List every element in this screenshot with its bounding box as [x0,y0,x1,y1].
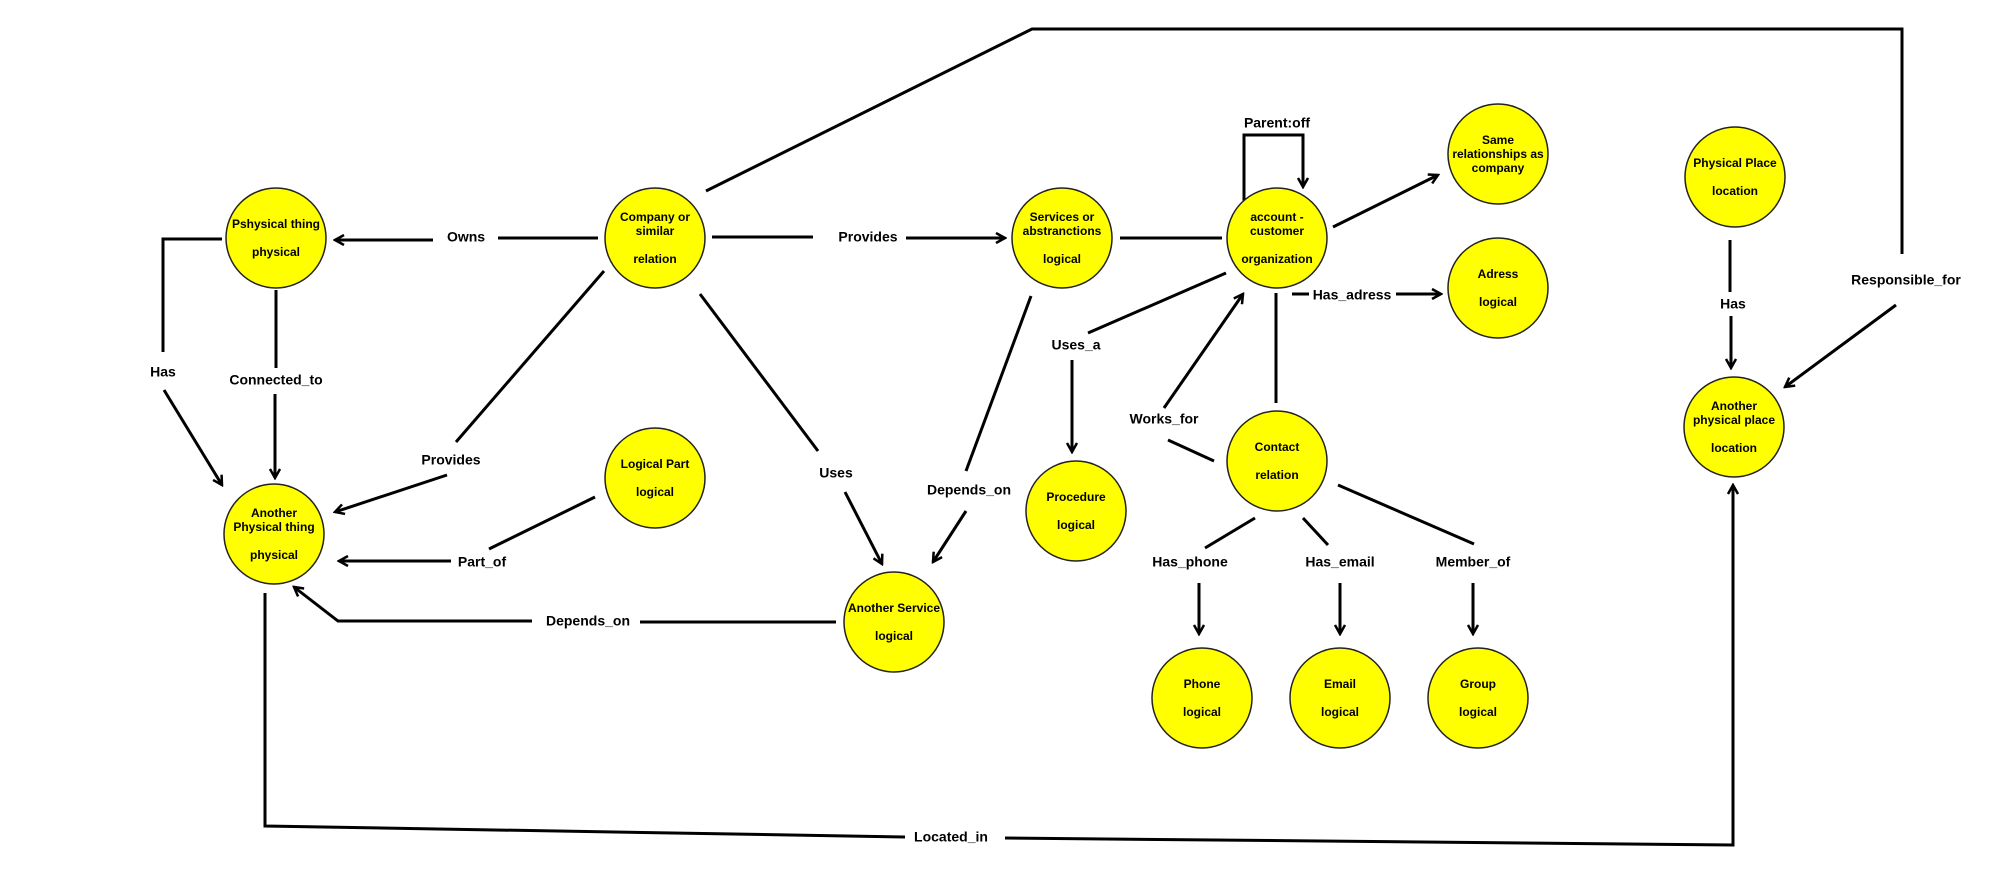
edge-label-depends-on-services: Depends_on [927,482,1011,498]
edge-label-uses-a: Uses_a [1051,337,1100,353]
edge-works-for-arrow [1162,294,1243,409]
node-physical-place: Physical Place location [1684,126,1786,228]
node-label-line3: logical [1459,705,1497,719]
node-label-line1: Email [1324,677,1356,691]
edge-label-depends-on-bottom: Depends_on [546,613,630,629]
node-adress: Adress logical [1447,237,1549,339]
edge-label-connected-to: Connected_to [229,372,322,388]
node-services: Services or abstranctions logical [1011,187,1113,289]
node-label-line3: company [1472,161,1525,175]
node-label-line3: location [1712,184,1758,198]
node-label-line3: logical [1479,295,1517,309]
edge-uses-arrow [843,491,882,564]
node-email: Email logical [1289,647,1391,749]
node-label-line1: Another [251,506,297,520]
node-label-line1: Phone [1184,677,1221,691]
node-another-physical-thing: Another Physical thing physical [223,483,325,585]
node-label-line1: Same [1482,133,1514,147]
node-label-line2: Physical thing [233,520,314,534]
edge-member-of-line [1337,483,1475,546]
edge-label-has-left: Has [150,364,176,380]
node-label-line3: logical [1043,252,1081,266]
node-physical-thing: Pshysical thing physical [225,187,327,289]
edge-lines [161,27,1904,847]
edge-has-phone-line [1204,516,1256,550]
node-label-line1: Pshysical thing [232,217,320,231]
node-label-line3: relation [633,252,676,266]
edge-uses-line [698,293,820,452]
edge-label-located-in: Located_in [914,829,988,845]
nodes: Pshysical thing physical Company or simi… [223,103,1786,749]
edge-label-parent-off: Parent:off [1244,115,1310,131]
edge-label-member-of: Member_of [1436,554,1511,570]
edge-has-email-line [1301,516,1330,547]
edge-label-provides-physical: Provides [421,452,480,468]
node-label-line2: abstranctions [1023,224,1102,238]
node-label-line2: physical place [1693,413,1775,427]
node-label-line1: Contact [1255,440,1300,454]
node-group: Group logical [1427,647,1529,749]
node-label-line3: logical [636,485,674,499]
edge-has-left-arrow [162,389,222,485]
node-label-line1: Another [1711,399,1757,413]
node-label-line3: location [1711,441,1757,455]
edge-top-connector [705,27,1904,254]
node-label-line2: similar [636,224,675,238]
node-label-line1: Logical Part [621,457,690,471]
edge-part-of-line [488,495,596,551]
edge-located-in-right [1004,485,1733,847]
edge-label-has-place: Has [1720,296,1746,312]
edge-depends-on-services-line [964,295,1033,472]
edge-provides-physical-arrow [335,473,448,512]
node-label-line3: logical [1057,518,1095,532]
node-label-line3: relation [1255,468,1298,482]
node-logical-part: Logical Part logical [604,427,706,529]
edge-label-uses: Uses [819,465,853,481]
edge-label-responsible-for: Responsible_for [1851,272,1961,288]
node-label-line3: logical [1321,705,1359,719]
edge-label-has-adress: Has_adress [1313,287,1392,303]
node-procedure: Procedure logical [1025,460,1127,562]
edge-label-provides-services: Provides [838,229,897,245]
node-label-line1: Company or [620,210,690,224]
edge-has-left-line [161,237,222,352]
node-label-line3: logical [1183,705,1221,719]
edge-label-part-of: Part_of [458,554,507,570]
node-contact: Contact relation [1226,410,1328,512]
edge-works-for-line [1167,438,1215,463]
node-company: Company or similar relation [604,187,706,289]
node-label-line3: logical [875,629,913,643]
node-label-line3: organization [1241,252,1312,266]
node-label-line1: Procedure [1046,490,1106,504]
edge-label-has-phone: Has_phone [1152,554,1228,570]
edge-located-in-left [263,593,906,839]
node-another-service: Another Service logical [843,571,945,673]
edge-label-has-email: Has_email [1305,554,1374,570]
node-label-line1: Physical Place [1693,156,1777,170]
node-label-line2: customer [1250,224,1304,238]
edge-label-owns: Owns [447,229,485,245]
node-same-relationships: Same relationships as company [1447,103,1549,205]
node-label-line1: Another Service [848,601,940,615]
edge-depends-on-bottom-arrow [294,587,532,623]
node-label-line1: Group [1460,677,1496,691]
edge-uses-a-line [1087,271,1227,335]
node-label-line1: Services or [1030,210,1095,224]
node-another-physical-place: Another physical place location [1683,376,1785,478]
edge-labels: Owns Provides Has Connected_to Provides … [150,115,1961,845]
node-label-line1: Adress [1478,267,1519,281]
node-label-line2: relationships as [1452,147,1544,161]
edge-label-works-for: Works_for [1130,411,1200,427]
node-label-line3: physical [252,245,300,259]
edge-parent-off [1242,133,1303,201]
node-phone: Phone logical [1151,647,1253,749]
edge-account-same [1332,175,1438,229]
node-account: account - customer organization [1226,187,1328,289]
edge-provides-physical-line [454,270,606,443]
node-label-line1: account - [1250,210,1303,224]
edge-depends-on-services-arrow [933,510,968,562]
edge-responsible-for-arrow [1785,303,1897,387]
node-label-line3: physical [250,548,298,562]
